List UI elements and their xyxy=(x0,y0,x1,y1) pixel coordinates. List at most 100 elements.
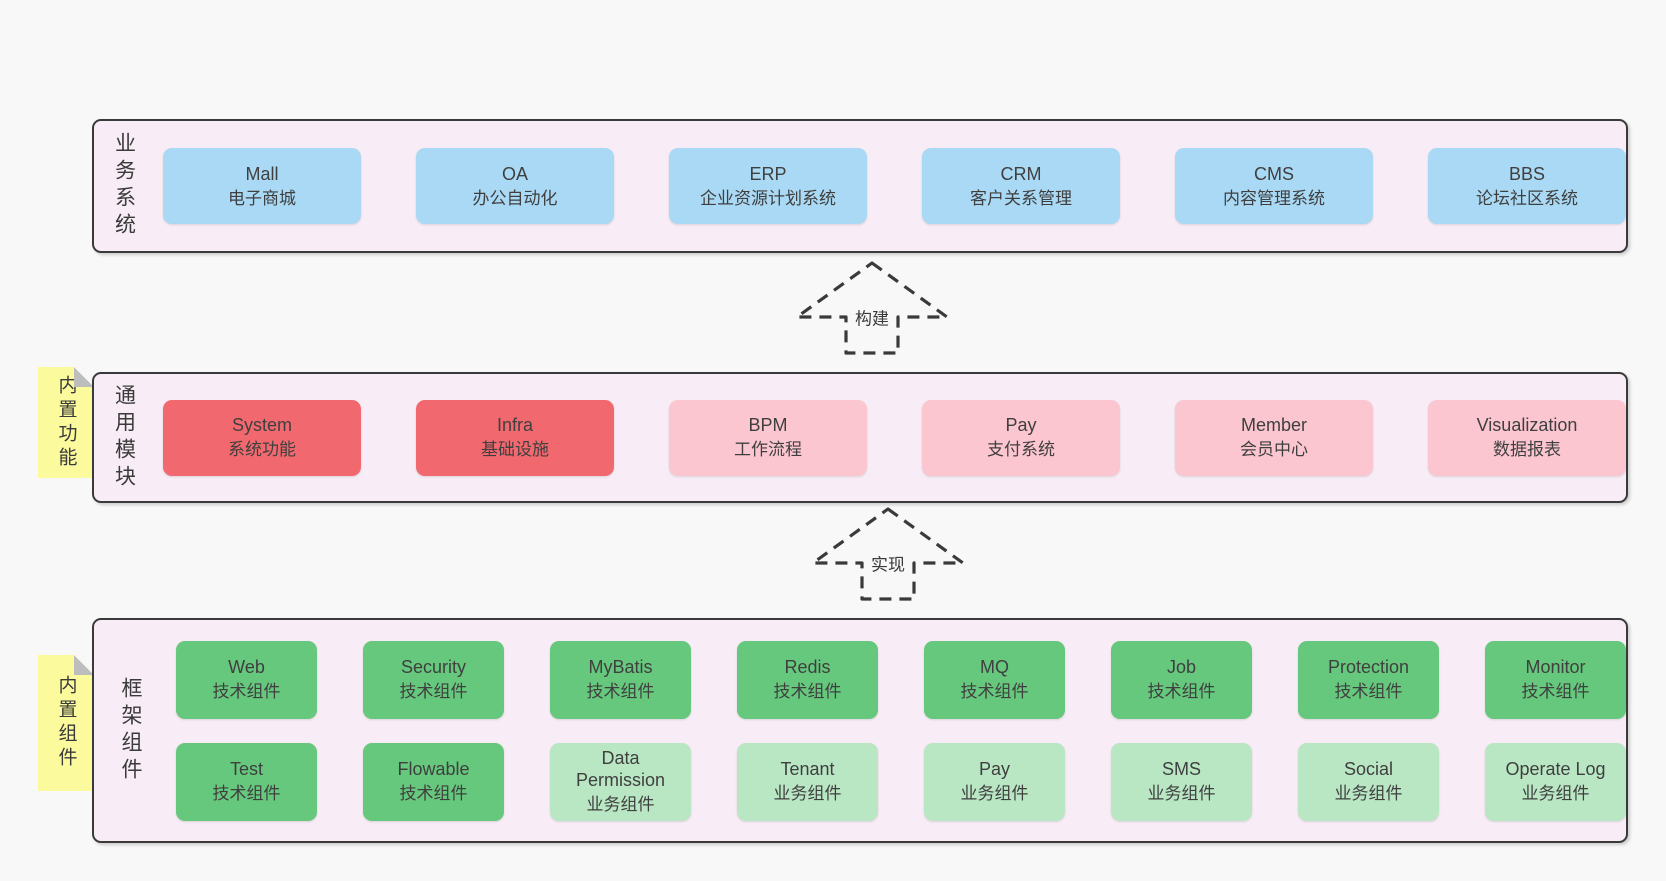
box-title: Visualization xyxy=(1476,415,1578,435)
layer-label-common-modules: 通用模块 xyxy=(112,383,136,492)
box-subtitle: 数据报表 xyxy=(1493,440,1561,459)
box-test: Test 技术组件 xyxy=(176,742,317,821)
box-subtitle: 基础设施 xyxy=(481,440,549,459)
box-subtitle: 技术组件 xyxy=(1334,682,1403,701)
box-web: Web 技术组件 xyxy=(176,640,317,719)
box-subtitle: 支付系统 xyxy=(987,440,1055,459)
business-systems-boxes: Mall 电子商城 OA 办公自动化 ERP 企业资源计划系统 CRM 客户关系… xyxy=(163,148,1626,224)
box-subtitle: 技术组件 xyxy=(586,682,655,701)
box-subtitle: 系统功能 xyxy=(228,440,296,459)
box-title: Web xyxy=(228,657,265,677)
box-bpm: BPM 工作流程 xyxy=(669,399,867,476)
box-crm: CRM 客户关系管理 xyxy=(922,148,1120,224)
layer-label-framework-components: 框架组件 xyxy=(119,676,142,785)
box-subtitle: 技术组件 xyxy=(1147,682,1216,701)
folded-corner-icon xyxy=(74,367,94,387)
box-subtitle: 技术组件 xyxy=(399,682,468,701)
box-data-permission: Data Permission 业务组件 xyxy=(550,742,691,821)
box-title: MyBatis xyxy=(588,657,653,677)
arrow-up-implement-icon xyxy=(811,507,965,601)
box-title: Test xyxy=(229,759,263,779)
box-tenant: Tenant 业务组件 xyxy=(737,742,878,821)
framework-row-1: Web 技术组件 Security 技术组件 MyBatis 技术组件 Redi… xyxy=(176,640,1626,719)
arrow-label-build: 构建 xyxy=(852,303,892,331)
box-pay: Pay 支付系统 xyxy=(922,399,1120,476)
box-subtitle: 业务组件 xyxy=(773,784,842,803)
box-title: Flowable xyxy=(397,759,470,779)
box-sms: SMS 业务组件 xyxy=(1111,742,1252,821)
box-subtitle: 业务组件 xyxy=(1334,784,1403,803)
box-title: BBS xyxy=(1508,163,1546,184)
box-pay-business: Pay 业务组件 xyxy=(924,742,1065,821)
box-subtitle: 办公自动化 xyxy=(472,188,558,208)
layer-label-business-systems: 业务系统 xyxy=(112,132,136,240)
box-security: Security 技术组件 xyxy=(363,640,504,719)
arrow-up-build-icon xyxy=(795,261,949,355)
box-member: Member 会员中心 xyxy=(1175,399,1373,476)
box-title: CMS xyxy=(1254,163,1294,184)
box-subtitle: 业务组件 xyxy=(586,795,655,814)
box-title: SMS xyxy=(1161,759,1201,779)
sticky-note-builtin-components: 内置组件 xyxy=(38,655,94,791)
box-subtitle: 技术组件 xyxy=(773,682,842,701)
box-protection: Protection 技术组件 xyxy=(1298,640,1439,719)
box-title: BPM xyxy=(748,415,788,435)
box-mall: Mall 电子商城 xyxy=(163,148,361,224)
box-title: MQ xyxy=(980,657,1009,677)
box-subtitle: 业务组件 xyxy=(1521,784,1590,803)
common-modules-boxes: System 系统功能 Infra 基础设施 BPM 工作流程 Pay 支付系统… xyxy=(163,399,1626,476)
box-cms: CMS 内容管理系统 xyxy=(1175,148,1373,224)
box-bbs: BBS 论坛社区系统 xyxy=(1428,148,1626,224)
box-title: ERP xyxy=(749,163,787,184)
box-title: Pay xyxy=(1005,415,1037,435)
framework-row-2: Test 技术组件 Flowable 技术组件 Data Permission … xyxy=(176,742,1626,821)
box-title: Protection xyxy=(1327,657,1410,677)
box-title: Mall xyxy=(245,163,279,184)
arrow-label-implement: 实现 xyxy=(868,549,908,577)
box-subtitle: 技术组件 xyxy=(960,682,1029,701)
box-title: OA xyxy=(501,163,528,184)
sticky-note-builtin-features: 内置功能 xyxy=(38,367,94,478)
layer-business-systems: 业务系统 Mall 电子商城 OA 办公自动化 ERP 企业资源计划系统 CRM… xyxy=(92,119,1628,253)
box-title: Security xyxy=(400,657,467,677)
box-subtitle: 技术组件 xyxy=(399,784,468,803)
box-title: Operate Log xyxy=(1505,759,1606,779)
box-title: Member xyxy=(1240,415,1307,435)
box-erp: ERP 企业资源计划系统 xyxy=(669,148,867,224)
box-subtitle: 工作流程 xyxy=(734,440,802,459)
box-oa: OA 办公自动化 xyxy=(416,148,614,224)
box-subtitle: 电子商城 xyxy=(228,188,296,208)
box-job: Job 技术组件 xyxy=(1111,640,1252,719)
sticky-note-text: 内置功能 xyxy=(55,374,77,471)
box-redis: Redis 技术组件 xyxy=(737,640,878,719)
layer-framework-components: 框架组件 Web 技术组件 Security 技术组件 MyBatis 技术组件… xyxy=(92,618,1628,843)
box-subtitle: 论坛社区系统 xyxy=(1476,188,1578,208)
box-title: Tenant xyxy=(780,759,835,779)
box-subtitle: 会员中心 xyxy=(1240,440,1308,459)
folded-corner-icon xyxy=(74,655,94,675)
box-operate-log: Operate Log 业务组件 xyxy=(1485,742,1626,821)
box-flowable: Flowable 技术组件 xyxy=(363,742,504,821)
box-mybatis: MyBatis 技术组件 xyxy=(550,640,691,719)
sticky-note-text: 内置组件 xyxy=(55,675,77,771)
box-title: Data Permission xyxy=(575,748,666,790)
layer-common-modules: 通用模块 System 系统功能 Infra 基础设施 BPM 工作流程 Pay… xyxy=(92,372,1628,503)
box-title: Social xyxy=(1343,759,1394,779)
box-infra: Infra 基础设施 xyxy=(416,399,614,476)
box-mq: MQ 技术组件 xyxy=(924,640,1065,719)
box-title: CRM xyxy=(1000,163,1042,184)
box-subtitle: 技术组件 xyxy=(212,682,281,701)
box-monitor: Monitor 技术组件 xyxy=(1485,640,1626,719)
box-subtitle: 业务组件 xyxy=(960,784,1029,803)
box-title: Job xyxy=(1166,657,1197,677)
box-subtitle: 企业资源计划系统 xyxy=(700,188,836,208)
box-subtitle: 业务组件 xyxy=(1147,784,1216,803)
box-title: Monitor xyxy=(1525,657,1586,677)
box-title: Redis xyxy=(784,657,831,677)
box-subtitle: 内容管理系统 xyxy=(1223,188,1325,208)
box-title: Infra xyxy=(496,415,534,435)
box-title: System xyxy=(231,415,292,435)
box-visualization: Visualization 数据报表 xyxy=(1428,399,1626,476)
box-social: Social 业务组件 xyxy=(1298,742,1439,821)
